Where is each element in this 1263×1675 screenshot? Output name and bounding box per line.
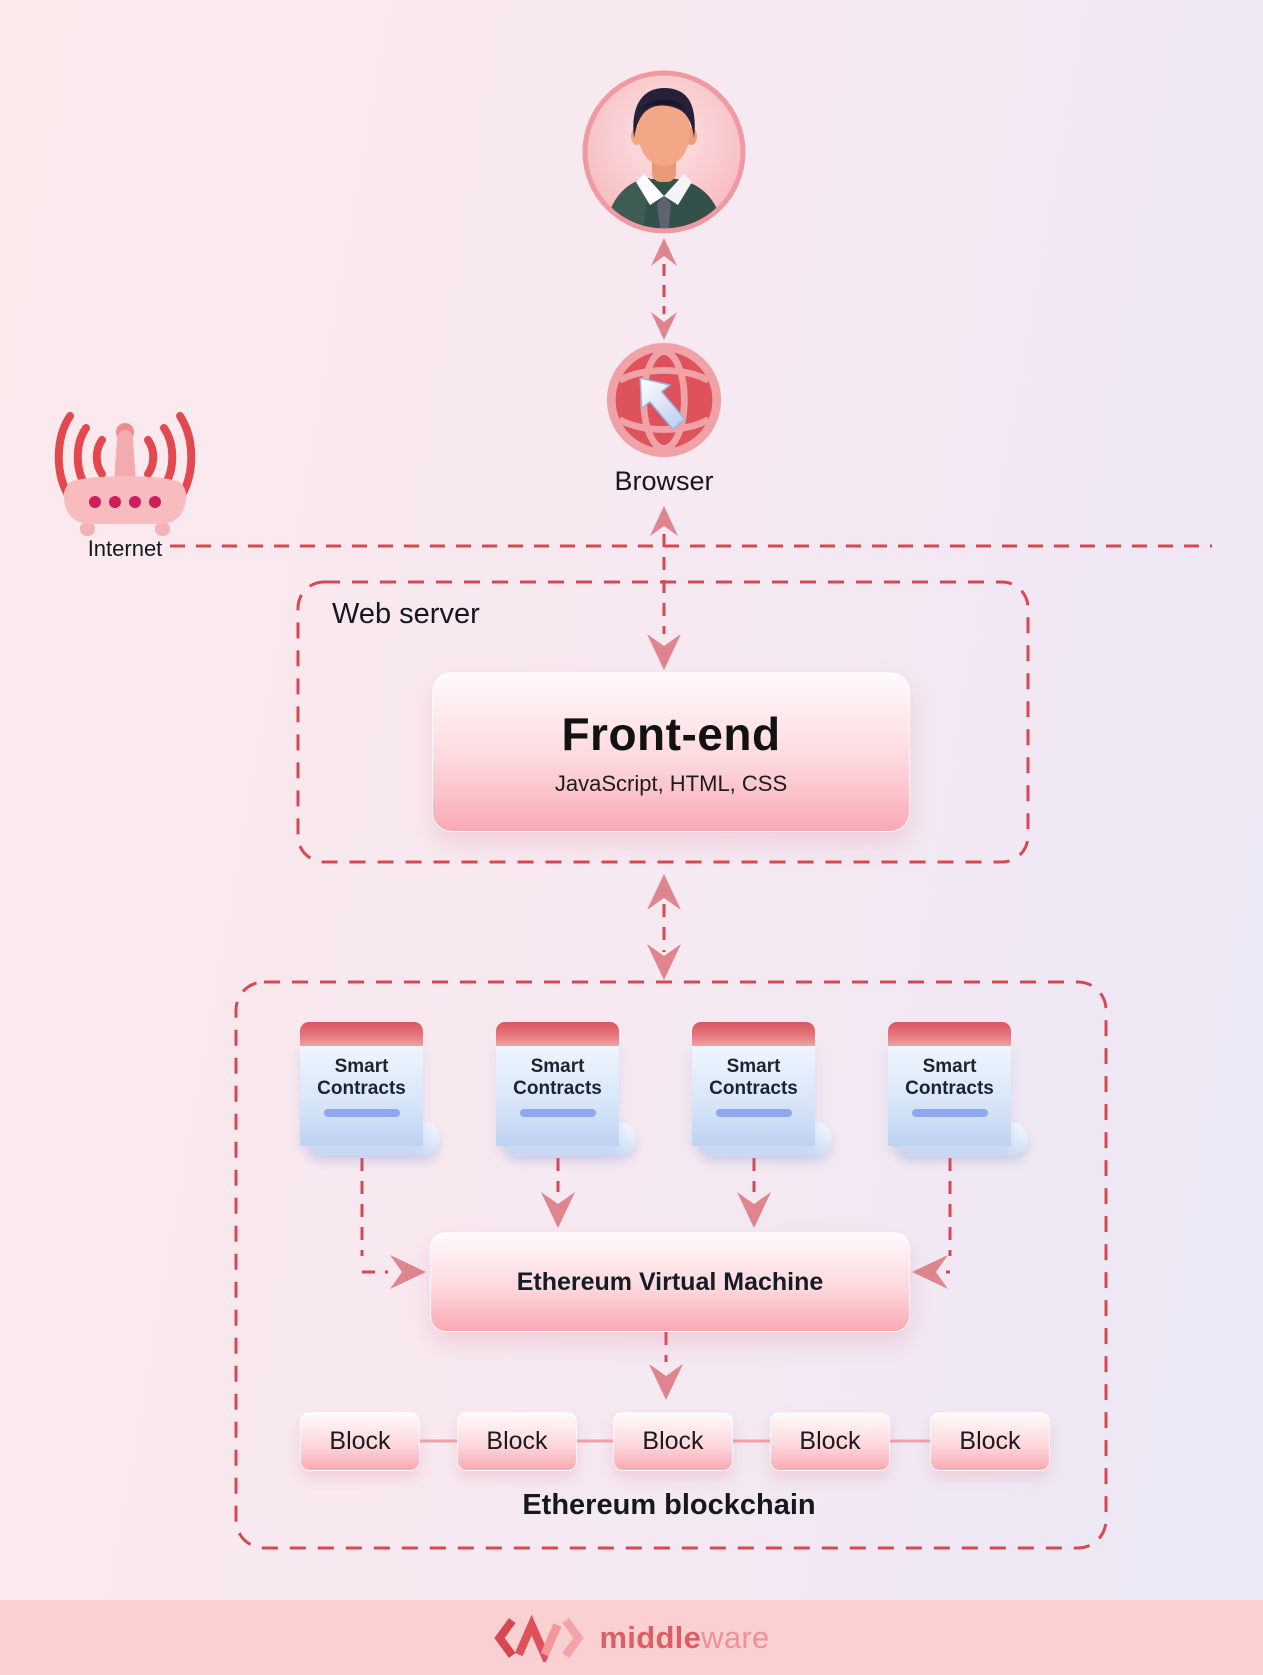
- block-node: Block: [930, 1412, 1050, 1471]
- browser-globe-icon: [606, 342, 722, 458]
- arrow-up-to-user: [651, 238, 677, 266]
- arrow-down-sc3-evm: [737, 1192, 771, 1228]
- cursor-icon: [639, 377, 686, 430]
- arrow-up-to-frontend: [647, 874, 681, 910]
- user-avatar-icon: [582, 70, 746, 234]
- scroll-divider: [323, 1108, 400, 1117]
- webserver-label: Web server: [332, 598, 480, 630]
- arrow-down-to-blocks: [649, 1364, 683, 1400]
- wifi-router-icon: [54, 412, 196, 536]
- arrow-down-sc2-evm: [541, 1192, 575, 1228]
- arrow-left-to-evm: [912, 1255, 948, 1289]
- brand-wordmark: middleware: [599, 1620, 769, 1656]
- footer-bar: middleware: [0, 1600, 1263, 1675]
- arrow-right-to-evm: [390, 1255, 426, 1289]
- scroll-cap: [888, 1022, 1011, 1046]
- internet-label: Internet: [87, 536, 163, 561]
- brand-light: ware: [701, 1619, 770, 1655]
- scroll-cap: [692, 1022, 815, 1046]
- link-sc1-evm: [360, 1158, 388, 1274]
- block-node: Block: [770, 1412, 890, 1471]
- scroll-cap: [300, 1022, 423, 1046]
- scroll-cap: [496, 1022, 619, 1046]
- frontend-subtitle: JavaScript, HTML, CSS: [554, 771, 788, 796]
- arrow-down-to-frontend: [647, 634, 681, 670]
- scroll-divider: [911, 1108, 988, 1117]
- scroll-divider: [519, 1108, 596, 1117]
- arrow-up-to-browser-label: [650, 506, 678, 536]
- frontend-node: Front-end JavaScript, HTML, CSS: [432, 672, 910, 832]
- browser-label: Browser: [614, 466, 714, 496]
- blockchain-label: Ethereum blockchain: [522, 1489, 816, 1521]
- block-node: Block: [300, 1412, 420, 1471]
- middleware-logo-icon: [494, 1614, 585, 1662]
- evm-label: Ethereum Virtual Machine: [516, 1267, 824, 1296]
- brand-bold: middle: [599, 1619, 702, 1655]
- arrow-down-to-blockchain: [647, 944, 681, 980]
- block-node: Block: [457, 1412, 577, 1471]
- frontend-title: Front-end: [561, 708, 781, 760]
- link-sc4-evm: [946, 1158, 952, 1274]
- evm-node: Ethereum Virtual Machine: [430, 1232, 910, 1332]
- block-node: Block: [613, 1412, 733, 1471]
- arrow-down-to-browser: [651, 312, 677, 340]
- scroll-divider: [715, 1108, 792, 1117]
